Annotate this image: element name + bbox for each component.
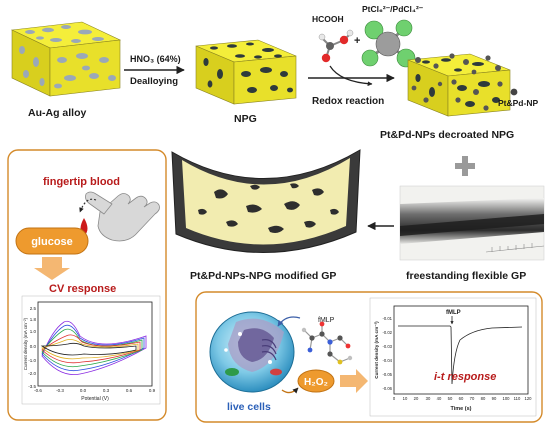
it-x-tick-9: 90 xyxy=(492,396,497,401)
cv-x-tick-4: 0.6 xyxy=(126,388,133,393)
modified-gp-electrode xyxy=(171,149,361,253)
h2o2-label: H₂O₂ xyxy=(304,377,328,388)
it-x-tick-11: 110 xyxy=(514,396,521,401)
dealloying-label: Dealloying xyxy=(130,76,178,87)
stimulus-arrow xyxy=(277,316,301,327)
freestanding-gp-photo xyxy=(399,185,545,261)
it-x-tick-6: 60 xyxy=(459,396,464,401)
cv-y-axis-label: Current density (mA cm⁻²) xyxy=(23,317,28,370)
formic-acid-molecule-icon xyxy=(318,29,354,63)
cv-y-tick-5: -2.0 xyxy=(28,371,36,376)
cv-y-tick-1: 1.8 xyxy=(30,317,37,322)
cv-chart: -0.6 -0.3 0.0 0.3 0.6 0.9 2.5 1.8 1.0 0.… xyxy=(21,295,161,405)
it-y-tick-4: -0.05 xyxy=(382,372,392,377)
plus-cross-icon xyxy=(455,156,475,176)
cv-y-tick-2: 1.0 xyxy=(30,329,37,334)
alloy-label: Au-Ag alloy xyxy=(28,107,86,119)
it-current-trace xyxy=(398,325,523,385)
cv-x-tick-3: 0.3 xyxy=(103,388,110,393)
it-x-tick-2: 20 xyxy=(414,396,419,401)
cell-panel-frame xyxy=(195,291,543,423)
reagent-arrow xyxy=(329,65,373,87)
fmlp-label: fMLP xyxy=(318,317,335,324)
glucose-panel-frame xyxy=(7,149,167,421)
fmlp-molecule-icon xyxy=(301,321,353,365)
it-x-axis-label: Time (s) xyxy=(451,406,472,412)
cv-y-tick-0: 2.5 xyxy=(30,306,37,311)
it-x-tick-0: 0 xyxy=(393,396,396,401)
cv-response-label: CV response xyxy=(49,283,116,295)
it-fmlp-annotation: fMLP xyxy=(446,310,461,316)
redox-label: Redox reaction xyxy=(312,96,384,107)
glucose-badge xyxy=(15,227,89,255)
live-cell-illustration xyxy=(209,311,295,393)
acid-label: HNO₃ (64%) xyxy=(130,54,181,64)
it-y-tick-2: -0.03 xyxy=(382,344,392,349)
release-arrow xyxy=(281,387,299,394)
it-y-tick-3: -0.04 xyxy=(382,358,392,363)
hand-icon xyxy=(85,191,160,242)
formic-acid-label: HCOOH xyxy=(312,14,344,24)
modified-gp-label: Pt&Pd-NPs-NPG modified GP xyxy=(190,270,336,282)
it-y-tick-5: -0.06 xyxy=(382,386,392,391)
h2o2-badge xyxy=(297,369,335,393)
cv-x-tick-1: -0.3 xyxy=(56,388,64,393)
it-response-label: i-t response xyxy=(434,371,496,383)
it-x-tick-5: 50 xyxy=(448,396,453,401)
nanoparticle-label: Pt&Pd-NP xyxy=(498,98,538,108)
cv-x-tick-2: 0.0 xyxy=(80,388,87,393)
npg-block xyxy=(195,39,297,105)
au-ag-alloy-block xyxy=(10,21,122,97)
it-x-tick-3: 30 xyxy=(426,396,431,401)
it-x-tick-4: 40 xyxy=(437,396,442,401)
nanoparticle-marker-icon xyxy=(510,88,518,96)
metal-salt-label: PtCl₆²⁻/PdCl₄²⁻ xyxy=(362,4,424,14)
it-y-tick-1: -0.02 xyxy=(382,330,392,335)
cv-y-tick-4: -1.0 xyxy=(28,358,36,363)
cv-x-tick-0: -0.6 xyxy=(34,388,42,393)
cv-x-axis-label: Potential (V) xyxy=(81,396,109,402)
it-y-tick-0: -0.01 xyxy=(382,316,392,321)
it-y-axis-label: Current density (mA cm⁻²) xyxy=(374,321,379,379)
it-x-tick-10: 100 xyxy=(503,396,511,401)
sampling-arrow xyxy=(79,198,97,213)
decorated-npg-block xyxy=(407,53,511,117)
it-chart: 0 10 20 30 40 50 60 70 80 90 100 110 120… xyxy=(369,297,537,417)
gp-label: freestanding flexible GP xyxy=(406,270,526,282)
it-x-tick-1: 10 xyxy=(403,396,408,401)
cv-x-tick-5: 0.9 xyxy=(149,388,156,393)
it-x-tick-12: 120 xyxy=(525,396,533,401)
it-x-tick-8: 80 xyxy=(481,396,486,401)
fingertip-blood-label: fingertip blood xyxy=(43,176,120,188)
npg-label: NPG xyxy=(234,113,257,125)
metal-complex-molecule-icon xyxy=(361,19,416,68)
cv-y-tick-3: 0.0 xyxy=(30,344,37,349)
glucose-down-arrow xyxy=(34,257,70,280)
decorated-npg-label: Pt&Pd-NPs decroated NPG xyxy=(380,129,514,141)
glucose-label: glucose xyxy=(31,236,73,248)
live-cells-label: live cells xyxy=(227,401,271,413)
it-x-tick-7: 70 xyxy=(470,396,475,401)
h2o2-right-arrow xyxy=(340,369,368,393)
plus-sign: + xyxy=(354,35,360,47)
cv-y-tick-6: -3.5 xyxy=(28,384,36,389)
